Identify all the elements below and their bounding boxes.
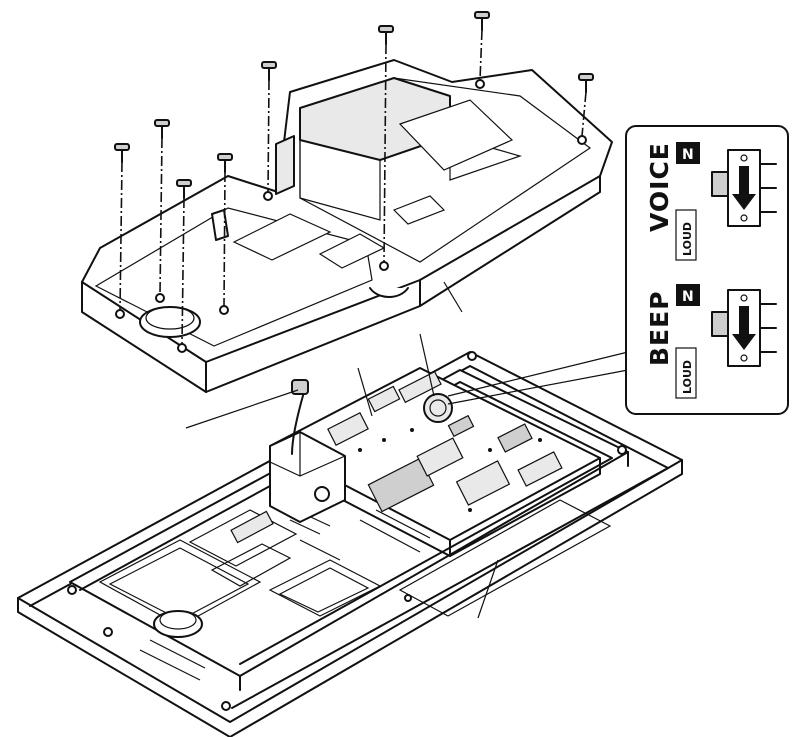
screw (474, 11, 490, 81)
screw (217, 153, 233, 307)
leader-lines (185, 281, 629, 619)
loud-box (675, 347, 697, 399)
screw (114, 143, 130, 311)
loud-label: LOUD (681, 222, 694, 256)
switch-callout: VOICE N LOUD BEEP N LOUD (625, 125, 789, 415)
top-cover (81, 59, 613, 393)
screw (378, 25, 394, 263)
n-badge-text: N (682, 147, 694, 163)
n-badge (676, 284, 700, 306)
loud-box (675, 209, 697, 261)
beep-label: BEEP (645, 290, 674, 366)
down-arrow-icon (732, 166, 756, 210)
down-arrow-icon (732, 306, 756, 350)
n-badge (676, 142, 700, 164)
loud-label: LOUD (681, 360, 694, 394)
screw (176, 179, 192, 345)
voice-switch-group: VOICE N LOUD (645, 142, 777, 261)
n-badge-text: N (682, 289, 694, 305)
voice-slide-switch (711, 149, 777, 227)
beep-slide-switch (711, 289, 777, 367)
screw (154, 119, 170, 295)
voice-label: VOICE (645, 142, 674, 232)
screw (578, 73, 594, 137)
screws (114, 11, 594, 345)
screw (261, 61, 277, 193)
beep-switch-group: BEEP N LOUD (645, 284, 777, 399)
